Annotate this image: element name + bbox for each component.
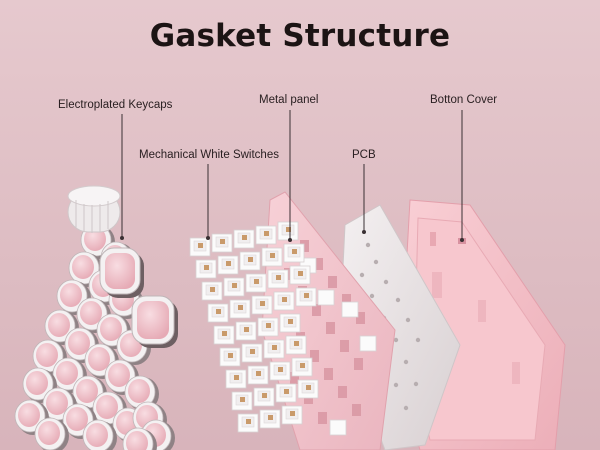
switch	[219, 347, 241, 367]
switch	[225, 369, 247, 389]
switch	[277, 221, 299, 241]
switch	[273, 291, 295, 311]
switch	[245, 273, 267, 293]
switch	[269, 361, 291, 381]
label-metal-panel: Metal panel	[259, 94, 319, 106]
switch	[241, 343, 263, 363]
label-bottom-cover: Botton Cover	[430, 94, 498, 106]
page-title: Gasket Structure	[149, 18, 451, 54]
switch	[195, 259, 217, 279]
switch	[201, 281, 223, 301]
switch	[279, 313, 301, 333]
switch	[237, 413, 259, 433]
modifier-keycap	[131, 295, 178, 348]
keycap	[124, 375, 159, 411]
label-electroplated-keycaps: Electroplated Keycaps	[58, 99, 173, 111]
switch	[291, 357, 313, 377]
switch	[229, 299, 251, 319]
switch	[289, 265, 311, 285]
switch	[235, 321, 257, 341]
switch	[297, 379, 319, 399]
switch	[231, 391, 253, 411]
switch	[285, 335, 307, 355]
switch	[261, 247, 283, 267]
switch	[207, 303, 229, 323]
keycap	[34, 417, 69, 450]
keycap	[56, 279, 91, 315]
switch	[255, 225, 277, 245]
switch	[257, 317, 279, 337]
keycap	[14, 399, 49, 435]
switch	[263, 339, 285, 359]
electroplated-keycaps	[14, 223, 178, 450]
keycap	[82, 419, 117, 450]
switch	[253, 387, 275, 407]
keycap	[122, 427, 157, 450]
switch	[233, 229, 255, 249]
switch	[251, 295, 273, 315]
leader-dots	[120, 230, 464, 242]
modifier-keycap	[99, 247, 144, 298]
switch	[267, 269, 289, 289]
switch	[295, 287, 317, 307]
switch	[211, 233, 233, 253]
leader-lines	[121, 110, 463, 240]
switch	[223, 277, 245, 297]
switch	[213, 325, 235, 345]
switch	[283, 243, 305, 263]
volume-knob	[67, 185, 121, 233]
label-pcb: PCB	[352, 149, 376, 161]
switch	[217, 255, 239, 275]
switch	[239, 251, 261, 271]
keycap	[76, 297, 111, 333]
switch	[247, 365, 269, 385]
keycap	[104, 359, 139, 395]
switch	[275, 383, 297, 403]
switch	[189, 237, 211, 257]
switch	[259, 409, 281, 429]
mechanical-switches	[189, 221, 319, 433]
label-mechanical-switches: Mechanical White Switches	[139, 149, 279, 161]
switch	[281, 405, 303, 425]
